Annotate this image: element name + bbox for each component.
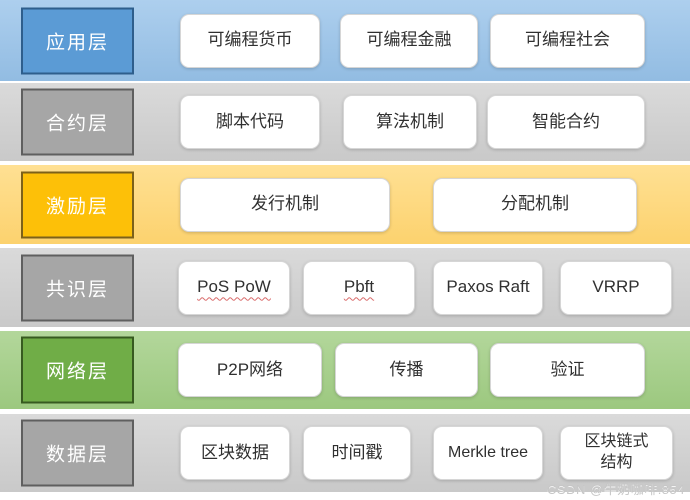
layer-label-consensus: 共识层: [21, 254, 134, 321]
item-algorithm-mechanism: 算法机制: [343, 95, 477, 149]
layer-label-data: 数据层: [21, 419, 134, 487]
item-p2p-network: P2P网络: [178, 343, 322, 397]
csdn-watermark: CSDN @牛奶咖啡.854: [547, 482, 685, 497]
item-merkle-tree: Merkle tree: [433, 426, 543, 480]
item-propagation: 传播: [335, 343, 478, 397]
item-programmable-currency: 可编程货币: [180, 13, 320, 68]
layer-row-consensus: 共识层 PoS PoW Pbft Paxos Raft VRRP: [0, 248, 690, 327]
layer-label-text: 网络层: [45, 361, 109, 383]
item-vrrp: VRRP: [560, 260, 672, 315]
layer-label-text: 共识层: [45, 279, 109, 300]
item-issuance-mechanism: 发行机制: [180, 177, 390, 232]
item-block-data: 区块数据: [180, 426, 290, 480]
layer-row-network: 网络层 P2P网络 传播 验证: [0, 331, 690, 409]
item-script-code: 脚本代码: [180, 95, 320, 149]
item-programmable-society: 可编程社会: [490, 13, 645, 68]
item-smart-contract: 智能合约: [487, 95, 645, 149]
item-blockchain-structure: 区块链式 结构: [560, 426, 673, 480]
item-verification: 验证: [490, 343, 645, 397]
item-pos-pow: PoS PoW: [178, 260, 290, 315]
item-programmable-finance: 可编程金融: [340, 13, 478, 68]
item-distribution-mechanism: 分配机制: [433, 177, 637, 232]
item-paxos-raft: Paxos Raft: [433, 260, 543, 315]
layer-label-text: 激励层: [45, 196, 109, 217]
item-pbft: Pbft: [303, 260, 415, 315]
layer-row-data: 数据层 区块数据 时间戳 Merkle tree 区块链式 结构: [0, 414, 690, 492]
layer-label-incentive: 激励层: [21, 171, 134, 238]
layer-label-text: 合约层: [45, 113, 109, 135]
layer-row-contract: 合约层 脚本代码 算法机制 智能合约: [0, 83, 690, 161]
layer-label-text: 数据层: [45, 444, 109, 466]
layer-label-text: 应用层: [45, 32, 109, 53]
layer-label-network: 网络层: [21, 336, 134, 404]
layer-row-application: 应用层 可编程货币 可编程金融 可编程社会: [0, 0, 690, 81]
layer-label-application: 应用层: [21, 7, 134, 74]
layer-row-incentive: 激励层 发行机制 分配机制: [0, 165, 690, 244]
item-timestamp: 时间戳: [303, 426, 411, 480]
layer-label-contract: 合约层: [21, 88, 134, 156]
